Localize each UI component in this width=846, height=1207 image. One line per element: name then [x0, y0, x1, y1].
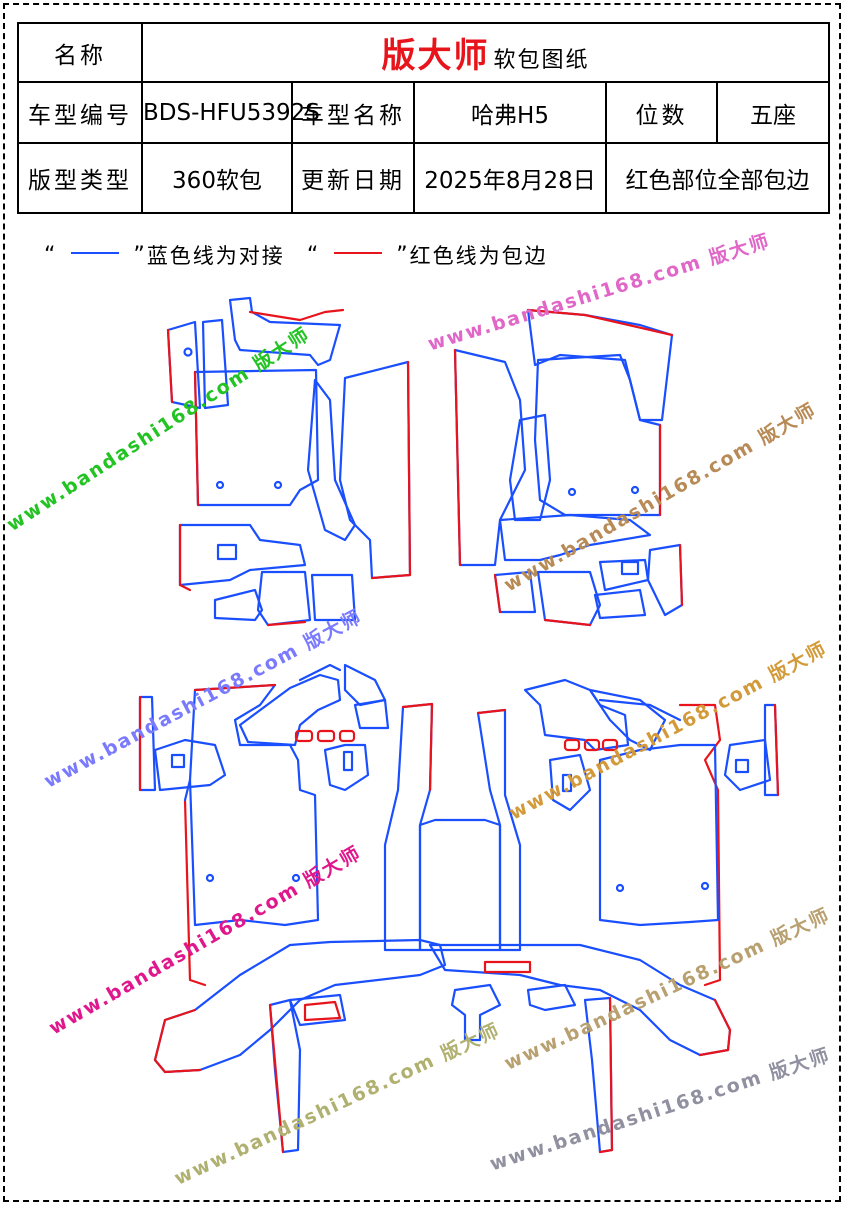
pattern-front-right [453, 308, 684, 627]
model-code-value: BDS-HFU5392S [141, 81, 320, 144]
model-name-value: 哈弗H5 [413, 81, 607, 144]
pattern-type-label: 版型类型 [17, 142, 143, 214]
seats-value: 五座 [715, 81, 831, 144]
legend-quote: “ [306, 242, 321, 268]
legend-quote: ” [133, 242, 147, 268]
blue-line-sample [71, 252, 120, 254]
pattern-rear-left [138, 663, 390, 987]
seats-label: 位数 [605, 81, 718, 144]
legend: “ ” 蓝色线为对接 “ ” 红色线为包边 [44, 240, 548, 270]
pattern-center-tunnel [383, 702, 522, 952]
pattern-bottom [153, 938, 732, 1154]
update-date-label: 更新日期 [291, 142, 415, 214]
legend-quote: ” [396, 242, 410, 268]
legend-quote: “ [44, 242, 58, 268]
red-line-sample [334, 252, 383, 254]
pattern-front-left [166, 296, 412, 627]
model-name-label: 车型名称 [291, 81, 415, 144]
note-cell: 红色部位全部包边 [604, 142, 831, 214]
brand-subtitle: 软包图纸 [493, 48, 590, 73]
model-code-label: 车型编号 [17, 81, 143, 144]
legend-blue-text: 蓝色线为对接 [146, 244, 285, 268]
pattern-type-value: 360软包 [141, 142, 293, 214]
page-border [3, 3, 841, 1202]
update-date-value: 2025年8月28日 [413, 142, 607, 214]
name-label: 名称 [17, 22, 143, 83]
header-table: 名称 版大师软包图纸 车型编号 BDS-HFU5392S 车型名称 哈弗H5 位… [17, 22, 831, 214]
pattern-rear-right [523, 678, 780, 987]
brand-title: 版大师 [381, 36, 490, 76]
legend-red-text: 红色线为包边 [409, 244, 548, 268]
title-cell: 版大师软包图纸 [140, 22, 831, 83]
